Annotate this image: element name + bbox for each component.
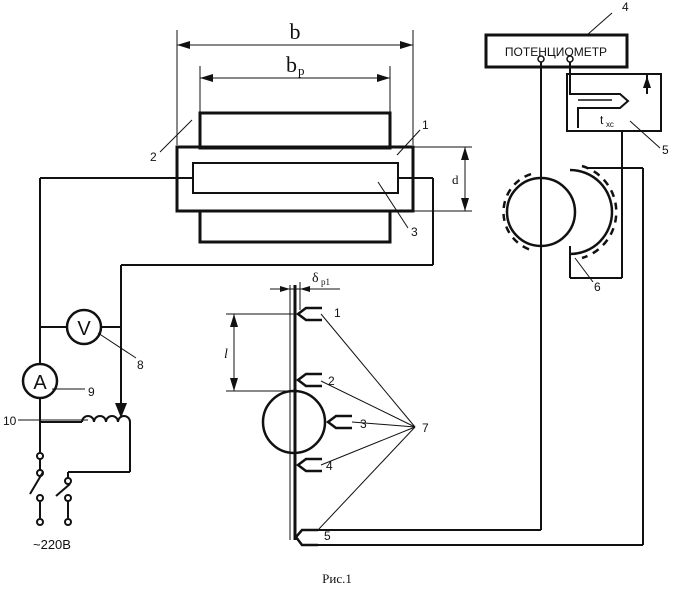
probe-number-5: 5 <box>324 529 331 543</box>
voltmeter-symbol: V <box>77 318 91 340</box>
callout-4: 4 <box>622 0 629 14</box>
potentiometer: ПОТЕНЦИОМЕТР 4 <box>484 0 629 69</box>
dimension-b: b <box>176 19 414 145</box>
mains-switch: ~220В <box>29 452 72 552</box>
dim-bp-label: b <box>286 52 297 77</box>
probe-number-4: 4 <box>326 459 333 473</box>
probe-rake: δ р1 l 1 2 3 4 5 7 <box>224 271 429 547</box>
callouts-power: 8 9 10 <box>3 332 144 428</box>
dim-b-label: b <box>290 19 301 44</box>
supply-label: ~220В <box>33 537 71 552</box>
callouts-heater: 1 2 3 <box>150 118 429 239</box>
probe-number-3: 3 <box>360 417 367 431</box>
thermocouple-leads <box>310 62 644 546</box>
probe-number-2: 2 <box>328 374 335 388</box>
ammeter: A <box>21 362 59 400</box>
dimension-bp: b р <box>199 52 391 112</box>
dim-l-label: l <box>224 347 228 362</box>
callout-8: 8 <box>137 358 144 372</box>
callout-3: 3 <box>411 225 418 239</box>
txc-subscript: хс <box>606 120 614 129</box>
dimension-d: d <box>413 146 472 212</box>
callout-2: 2 <box>150 150 157 164</box>
dim-delta-label: δ <box>312 271 319 286</box>
power-wiring <box>39 177 434 478</box>
ammeter-symbol: A <box>33 372 47 394</box>
callout-6: 6 <box>594 280 601 294</box>
probe-number-1: 1 <box>334 306 341 320</box>
callout-1: 1 <box>422 118 429 132</box>
specimen-6: 6 <box>502 164 618 294</box>
heater-assembly <box>175 111 415 244</box>
callout-5: 5 <box>662 143 669 157</box>
dim-delta-subscript: р1 <box>321 277 330 287</box>
txc-label: t <box>600 113 604 127</box>
potentiometer-label: ПОТЕНЦИОМЕТР <box>505 45 607 59</box>
callout-9: 9 <box>88 385 95 399</box>
callout-10: 10 <box>3 414 17 428</box>
figure-caption: Рис.1 <box>322 571 352 586</box>
dim-d-label: d <box>452 172 459 187</box>
dim-bp-subscript: р <box>298 63 305 78</box>
voltmeter: V <box>65 308 103 346</box>
callout-7: 7 <box>422 421 429 435</box>
cold-junction-box: t хс 5 <box>566 62 669 157</box>
